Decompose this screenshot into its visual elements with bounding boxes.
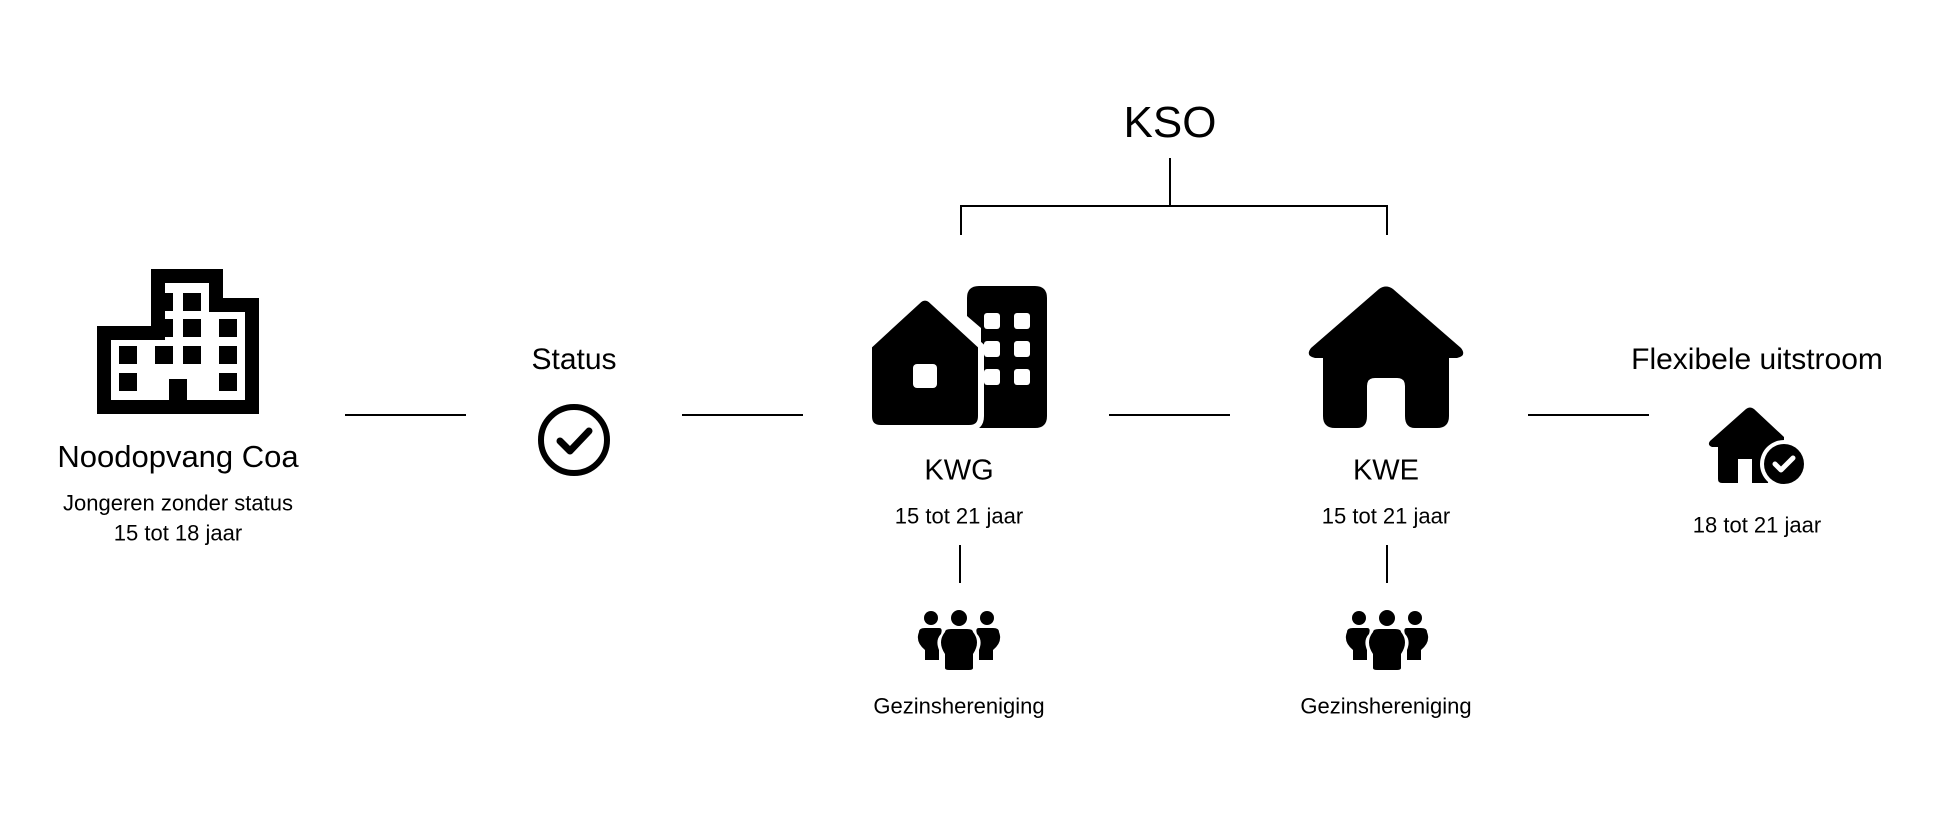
family-connector (1386, 545, 1388, 583)
node-age: 15 tot 21 jaar (1321, 503, 1451, 529)
people-group-icon (1345, 610, 1429, 670)
node-title: KWG (924, 454, 994, 487)
node-age: 18 tot 21 jaar (1692, 512, 1822, 538)
node-title: KWE (1352, 454, 1420, 487)
connector-line (682, 414, 803, 416)
node-title: Status (531, 343, 617, 376)
connector-line (345, 414, 466, 416)
node-age: 15 tot 21 jaar (894, 503, 1024, 529)
node-title: Noodopvang Coa (57, 439, 299, 474)
node-title: Flexibele uitstroom (1631, 343, 1883, 376)
node-subtitle: Jongeren zonder status (63, 490, 293, 516)
house-and-building-icon (866, 286, 1047, 431)
kso-title: KSO (1123, 98, 1217, 147)
house-check-icon (1708, 407, 1808, 488)
office-building-icon (97, 269, 259, 414)
family-label: Gezinshereniging (1300, 693, 1472, 719)
family-connector (959, 545, 961, 583)
connector-line (1528, 414, 1649, 416)
people-group-icon (917, 610, 1001, 670)
node-age: 15 tot 18 jaar (113, 520, 243, 546)
family-label: Gezinshereniging (873, 693, 1045, 719)
check-circle-icon (538, 404, 610, 476)
house-icon (1308, 286, 1464, 428)
connector-line (1109, 414, 1230, 416)
